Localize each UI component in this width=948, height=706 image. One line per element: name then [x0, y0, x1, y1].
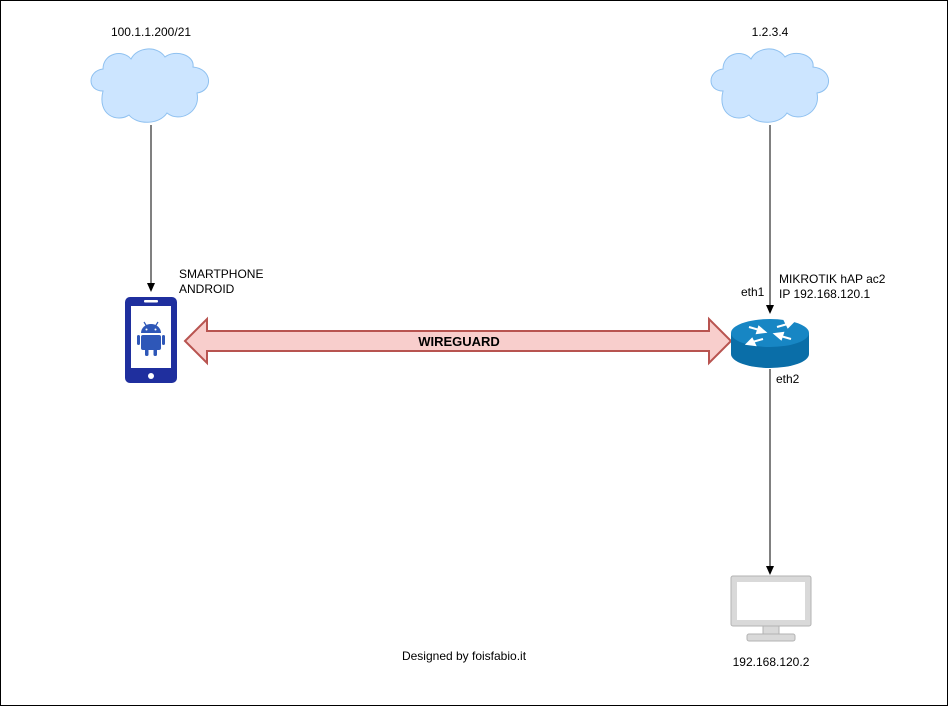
cloud-icon-right	[710, 48, 829, 123]
smartphone-label-line2: ANDROID	[179, 282, 235, 296]
router-icon	[731, 319, 809, 368]
router-info-label: MIKROTIK hAP ac2 IP 192.168.120.1	[779, 272, 885, 302]
wireguard-label: WIREGUARD	[418, 334, 500, 349]
router-title: MIKROTIK hAP ac2	[779, 272, 886, 286]
right-cloud-ip-label: 1.2.3.4	[751, 25, 789, 39]
router-eth1-label: eth1	[741, 285, 765, 299]
left-cloud-ip-label: 100.1.1.200/21	[110, 25, 192, 39]
client-ip-label: 192.168.120.2	[732, 655, 810, 669]
router-ip: IP 192.168.120.1	[779, 287, 871, 301]
monitor-icon	[730, 575, 812, 642]
android-icon	[137, 321, 165, 356]
router-eth2-label: eth2	[776, 372, 800, 386]
smartphone-label-line1: SMARTPHONE	[179, 267, 264, 281]
footer-credit: Designed by foisfabio.it	[401, 649, 527, 663]
android-smartphone-icon	[125, 297, 177, 383]
cloud-icon-left	[90, 48, 209, 123]
smartphone-label: SMARTPHONE ANDROID	[179, 267, 263, 297]
